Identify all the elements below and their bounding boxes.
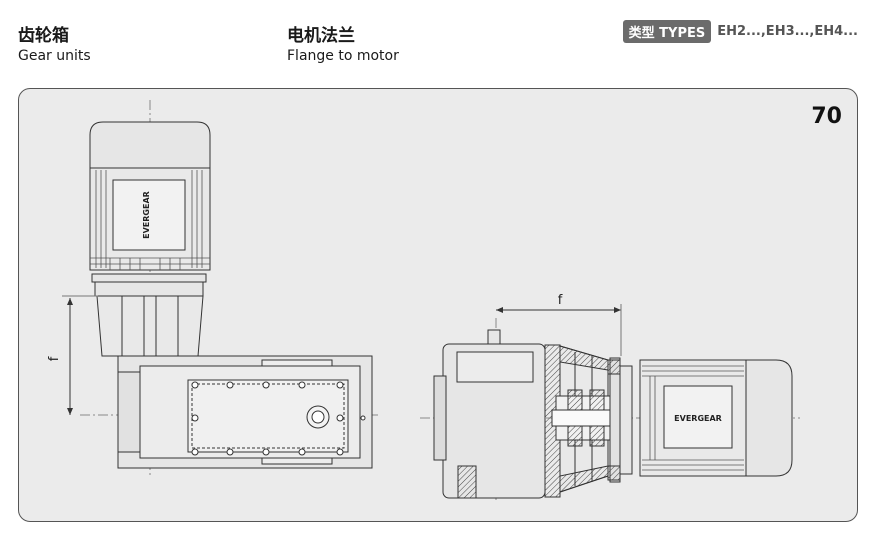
types-codes: EH2...,EH3...,EH4... xyxy=(717,24,858,39)
right-view xyxy=(420,304,800,500)
flange-header: 电机法兰 Flange to motor xyxy=(287,26,399,65)
dimension-f-right: f xyxy=(558,293,563,308)
flange-title-zh: 电机法兰 xyxy=(287,26,355,46)
gear-units-header: 齿轮箱 Gear units xyxy=(18,26,91,65)
types-badge: 类型 TYPES xyxy=(622,20,712,43)
brand-text-left: EVERGEAR xyxy=(142,191,151,239)
gear-units-title-en: Gear units xyxy=(18,48,91,64)
left-view xyxy=(62,100,380,478)
size-number: 70 xyxy=(811,104,842,129)
flange-title-en: Flange to motor xyxy=(287,48,399,64)
dimension-f-left: f xyxy=(47,356,62,361)
types-row: 类型 TYPES EH2...,EH3...,EH4... xyxy=(622,20,858,43)
brand-text-right: EVERGEAR xyxy=(674,414,722,423)
gear-units-title-zh: 齿轮箱 xyxy=(18,26,69,46)
